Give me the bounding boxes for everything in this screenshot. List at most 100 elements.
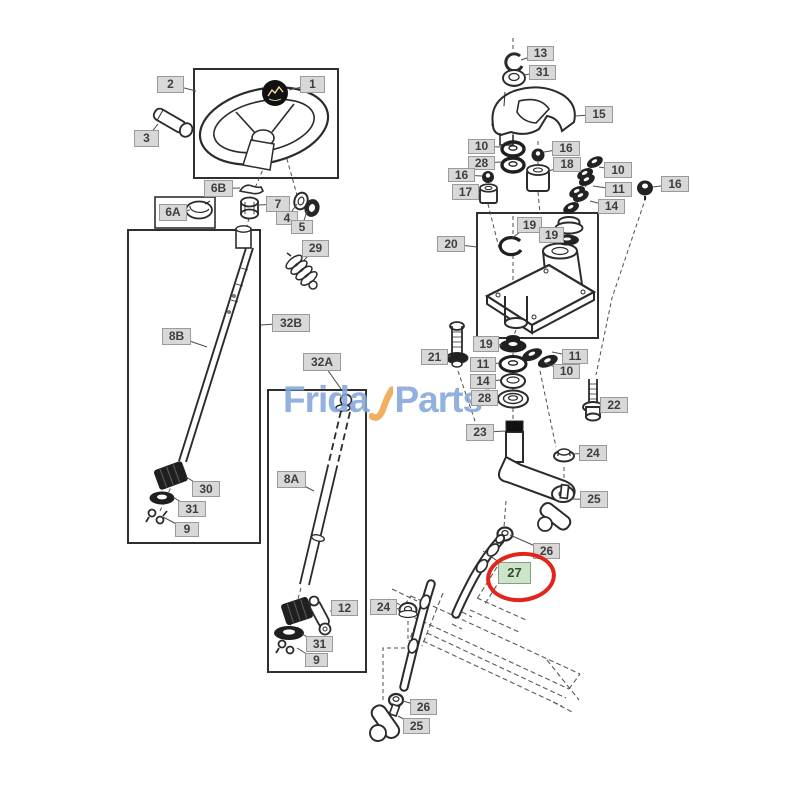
clip-9-mid — [275, 639, 295, 655]
callout-3: 3 — [134, 130, 159, 147]
callout-31: 31 — [178, 501, 206, 517]
part-6a-group-box — [154, 196, 216, 229]
pitman-arm-23 — [497, 420, 576, 503]
callout-8A: 8A — [277, 471, 306, 488]
callout-25: 25 — [580, 491, 608, 508]
column-32a-group-box — [267, 389, 367, 673]
callout-1: 1 — [300, 76, 325, 93]
callout-22: 22 — [600, 397, 628, 413]
callout-32A: 32A — [303, 353, 341, 371]
callout-19: 19 — [473, 336, 499, 352]
steering-wheel-group-box — [193, 68, 339, 179]
support-plate-group-box — [476, 212, 599, 339]
ball-joint-25-bottom — [369, 703, 401, 742]
callout-11: 11 — [605, 182, 632, 197]
callout-9: 9 — [175, 522, 199, 537]
coupler-8a — [281, 596, 313, 626]
callout-23: 23 — [466, 424, 494, 441]
nut-16-far-right — [637, 180, 653, 200]
callout-24: 24 — [370, 599, 397, 615]
callout-28: 28 — [468, 156, 495, 170]
callout-28: 28 — [471, 390, 498, 406]
steering-shaft-8b — [178, 225, 254, 463]
callout-24: 24 — [579, 445, 607, 461]
washer-pair-11-10-mid — [522, 348, 558, 368]
washer-pair-10-right — [577, 156, 603, 180]
callout-27-highlighted: 27 — [498, 562, 531, 584]
bolt-22 — [582, 379, 604, 422]
callout-2: 2 — [157, 76, 184, 93]
callout-15: 15 — [585, 106, 613, 123]
drag-link-27-lower — [399, 579, 436, 692]
link-arm-12 — [308, 595, 332, 636]
column-32b-group-box — [127, 229, 261, 544]
washer-pair-14-right — [563, 190, 589, 214]
bushing-18 — [526, 164, 550, 192]
callout-25: 25 — [403, 718, 430, 734]
callout-29: 29 — [302, 240, 329, 257]
washer-28-stack — [497, 389, 529, 409]
washer-31-top — [502, 69, 526, 87]
retainer-6b — [238, 184, 265, 195]
bushing-17 — [479, 183, 498, 204]
callout-11: 11 — [470, 357, 496, 372]
washer-31-mid — [274, 626, 304, 640]
steering-shaft-8a — [299, 393, 353, 586]
washer-31-left — [149, 491, 175, 505]
nut-7 — [240, 196, 259, 220]
callout-17: 17 — [452, 184, 479, 200]
washer-14-stack — [500, 373, 526, 389]
callout-9: 9 — [305, 653, 328, 667]
steering-wheel — [198, 86, 330, 171]
callout-21: 21 — [421, 349, 448, 365]
callout-7: 7 — [266, 196, 290, 212]
callout-13: 13 — [527, 46, 554, 61]
washer-11-stack — [498, 355, 528, 373]
nut-26-bottom-part — [387, 692, 405, 708]
nut-5 — [304, 199, 320, 217]
bushing-19-stack — [499, 335, 527, 353]
callout-32B: 32B — [272, 314, 310, 332]
callout-6B: 6B — [204, 180, 233, 197]
callout-26: 26 — [410, 699, 437, 715]
clip-9-left — [145, 508, 168, 525]
front-axle-phantom — [387, 566, 581, 714]
callout-19: 19 — [517, 217, 542, 233]
callout-20: 20 — [437, 236, 465, 252]
nut-16-mid — [531, 148, 545, 162]
callout-10: 10 — [604, 162, 632, 178]
callout-26: 26 — [533, 543, 560, 559]
john-deere-logo-icon — [262, 80, 288, 106]
callout-19: 19 — [539, 227, 564, 243]
nut-24-right-part — [553, 448, 575, 463]
washer-10-upper — [500, 140, 526, 158]
bolt-21 — [445, 321, 469, 368]
roll-pin-3 — [152, 107, 194, 138]
cam-quadrant-15 — [491, 86, 576, 146]
spring-29 — [285, 252, 318, 290]
drag-link-27 — [451, 534, 506, 619]
nut-16-left — [482, 171, 494, 183]
group-boxes — [127, 68, 599, 673]
washer-28-upper — [500, 156, 526, 174]
callout-12: 12 — [331, 600, 358, 616]
callout-6A: 6A — [159, 204, 187, 221]
callout-31: 31 — [306, 636, 333, 652]
nut-24-mid-part — [398, 602, 418, 619]
callout-11: 11 — [562, 349, 588, 364]
snap-ring-13 — [504, 52, 524, 73]
callout-10: 10 — [468, 139, 495, 154]
callout-8B: 8B — [162, 328, 191, 345]
callout-30: 30 — [192, 481, 220, 497]
callout-14: 14 — [470, 374, 496, 389]
callout-16: 16 — [552, 141, 580, 156]
callout-5: 5 — [291, 220, 313, 234]
callout-10: 10 — [553, 364, 580, 379]
callout-16: 16 — [661, 176, 689, 192]
callout-31: 31 — [529, 65, 556, 80]
coupler-30 — [153, 461, 188, 490]
callout-14: 14 — [598, 199, 625, 214]
ball-joint-25-right — [537, 483, 572, 532]
callout-16: 16 — [448, 168, 475, 182]
